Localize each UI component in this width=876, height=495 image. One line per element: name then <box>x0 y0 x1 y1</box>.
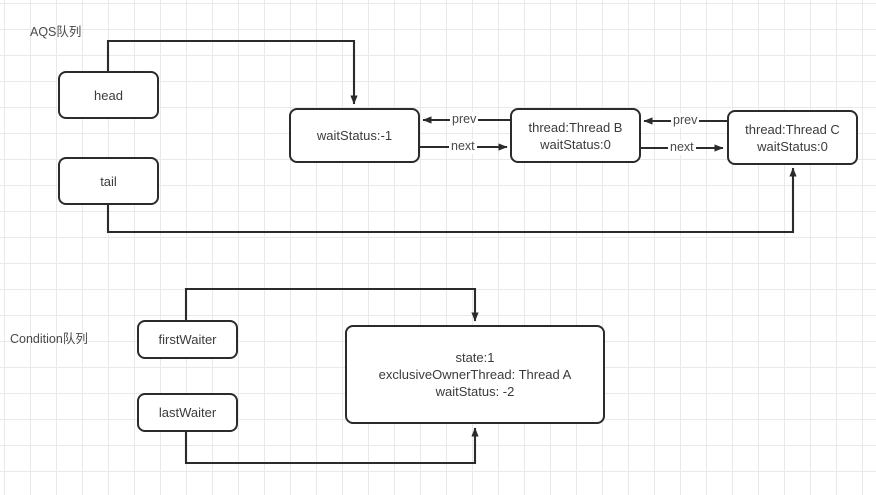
node-waitstatus[interactable]: waitStatus:-1 <box>289 108 420 163</box>
node-tail[interactable]: tail <box>58 157 159 205</box>
edge-label-next-b-to-c: next <box>668 140 696 155</box>
condition-queue-label: Condition队列 <box>10 332 88 346</box>
edge-lastwaiter-to-state <box>184 427 479 465</box>
aqs-queue-label: AQS队列 <box>30 25 82 39</box>
node-last-waiter[interactable]: lastWaiter <box>137 393 238 432</box>
node-first-waiter[interactable]: firstWaiter <box>137 320 238 359</box>
edge-tail-to-thread-c <box>106 167 797 234</box>
edge-firstwaiter-to-state <box>184 287 479 322</box>
edge-label-prev-c-to-b: prev <box>671 113 700 128</box>
node-head[interactable]: head <box>58 71 159 119</box>
node-thread-c[interactable]: thread:Thread C waitStatus:0 <box>727 110 858 165</box>
node-state[interactable]: state:1 exclusiveOwnerThread: Thread A w… <box>345 325 605 424</box>
node-thread-b[interactable]: thread:Thread B waitStatus:0 <box>510 108 641 163</box>
edge-label-next-a-to-b: next <box>449 139 477 154</box>
edge-label-prev-b-to-a: prev <box>450 112 479 127</box>
